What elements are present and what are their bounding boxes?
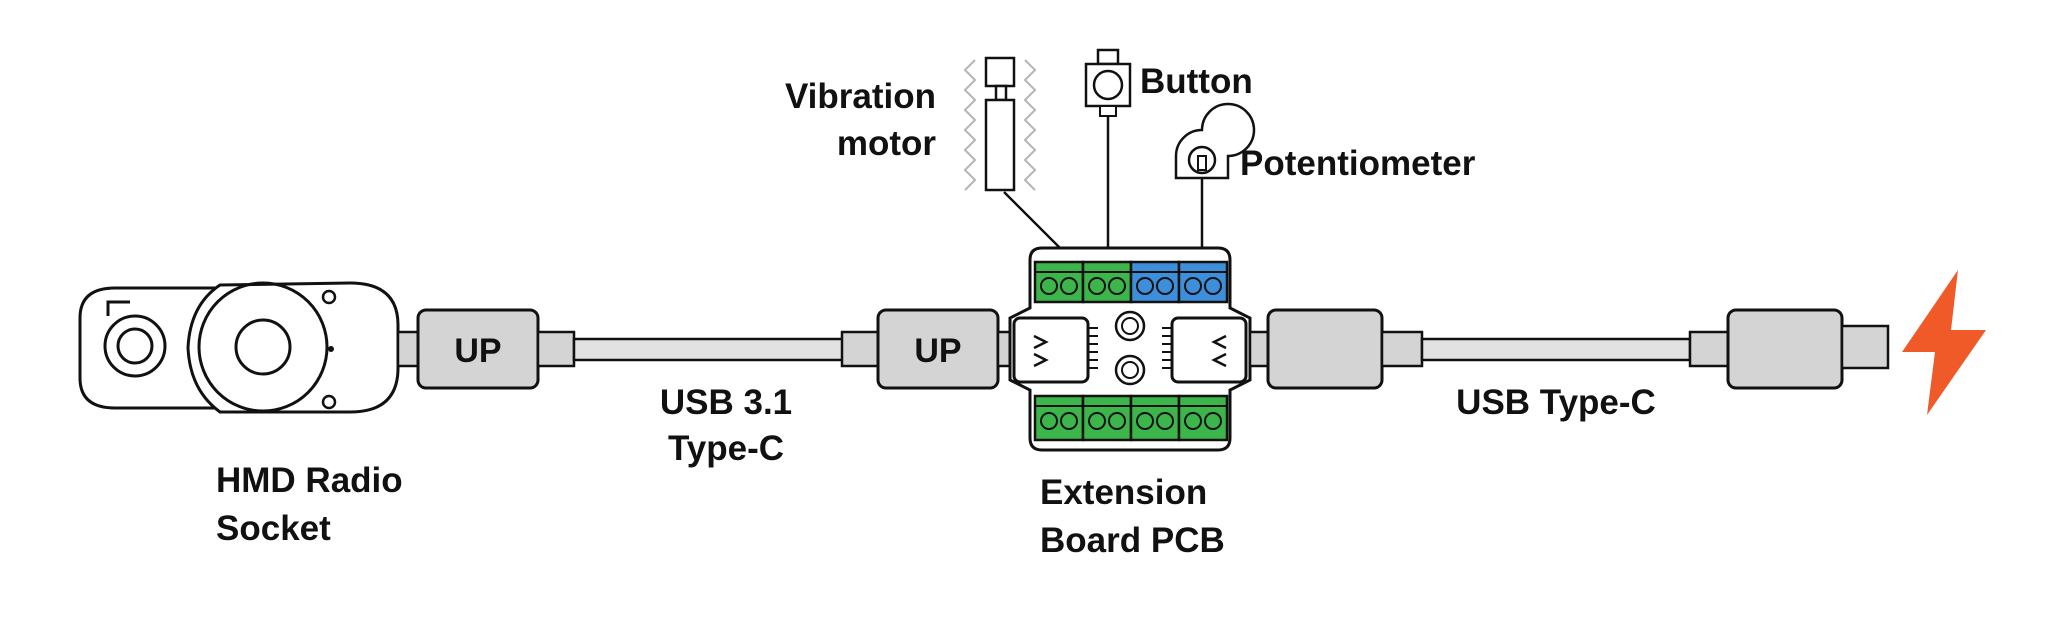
usb31-label-line1: USB 3.1 bbox=[660, 383, 792, 422]
potentiometer-icon bbox=[1174, 102, 1256, 180]
extension-board-pcb bbox=[1008, 246, 1252, 452]
component-leader-lines bbox=[1003, 116, 1204, 249]
pcb-usb-port-left bbox=[1012, 316, 1098, 384]
pcb-usb-port-right bbox=[1162, 316, 1248, 384]
hmd-radio-socket bbox=[78, 281, 400, 414]
mount-hole-icon bbox=[1114, 310, 1146, 342]
board-label-line1: Extension bbox=[1040, 473, 1207, 512]
vibration-motor-icon bbox=[963, 56, 1037, 192]
board-label-line2: Board PCB bbox=[1040, 521, 1225, 560]
vibration-label-line2: motor bbox=[837, 124, 937, 163]
usbc-label: USB Type-C bbox=[1456, 383, 1656, 422]
power-bolt-icon bbox=[1902, 270, 1986, 415]
usbc-cable bbox=[1248, 308, 1890, 390]
up-label-mid: UP bbox=[914, 332, 961, 370]
diagram-labels: HMD Radio Socket USB 3.1 Type-C USB Type… bbox=[216, 62, 1656, 560]
push-button-icon bbox=[1084, 48, 1132, 117]
usb31-cable: UP UP bbox=[396, 308, 1016, 390]
usbc-plug-right bbox=[1726, 308, 1844, 390]
bottom-terminal-row bbox=[1033, 394, 1229, 442]
hmd-label-line1: HMD Radio bbox=[216, 461, 403, 500]
button-label: Button bbox=[1140, 62, 1253, 101]
hmd-label-line2: Socket bbox=[216, 509, 331, 548]
socket-ring-icon bbox=[103, 314, 167, 378]
top-terminal-row bbox=[1033, 260, 1229, 304]
usb31-cable-wire bbox=[572, 337, 846, 362]
usbc-cable-wire bbox=[1420, 337, 1692, 362]
socket-dial-icon bbox=[197, 281, 329, 413]
up-label-left: UP bbox=[454, 332, 501, 370]
vibration-label-line1: Vibration bbox=[785, 77, 936, 116]
mount-hole-icon bbox=[1114, 354, 1146, 386]
usb31-label-line2: Type-C bbox=[668, 429, 784, 468]
potentiometer-label: Potentiometer bbox=[1240, 144, 1476, 183]
usbc-plug-left bbox=[1266, 308, 1384, 390]
